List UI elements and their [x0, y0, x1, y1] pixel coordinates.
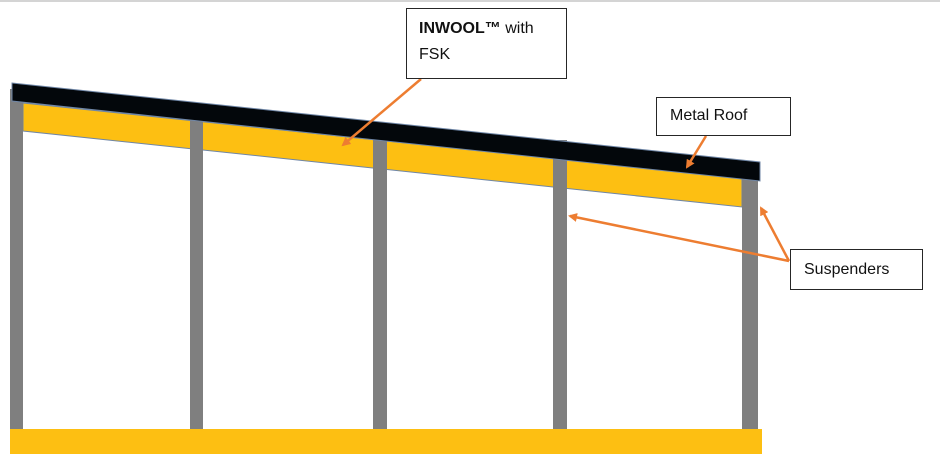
post-3 — [373, 139, 387, 429]
arrow-suspenders-to-post-5 — [759, 206, 791, 262]
post-4 — [553, 140, 567, 429]
post-5 — [742, 172, 758, 429]
callout-inwool-line-1: INWOOL™ with — [419, 16, 566, 42]
post-1 — [10, 89, 23, 429]
callout-suspenders: Suspenders — [790, 249, 923, 290]
arrow-suspenders-to-post-4 — [568, 213, 790, 263]
metal-roof-label: Metal Roof — [670, 107, 748, 124]
arrow-metal-roof-to-roof — [685, 135, 708, 169]
suspenders-label: Suspenders — [804, 261, 890, 278]
base-beam — [10, 429, 762, 454]
page-top-rule — [0, 0, 940, 2]
arrow-inwool-to-insulation — [341, 78, 422, 147]
post-2 — [190, 120, 203, 429]
inwool-with-text: with — [500, 20, 534, 37]
callout-metal-roof: Metal Roof — [656, 97, 791, 136]
metal-roof — [11, 82, 761, 182]
inwool-brand-text: INWOOL™ — [419, 20, 501, 37]
posts-group — [10, 89, 758, 429]
callout-inwool-with-fsk: INWOOL™ with FSK — [406, 8, 567, 79]
callout-inwool-line-2: FSK — [419, 46, 451, 63]
callout-arrows — [341, 78, 791, 263]
